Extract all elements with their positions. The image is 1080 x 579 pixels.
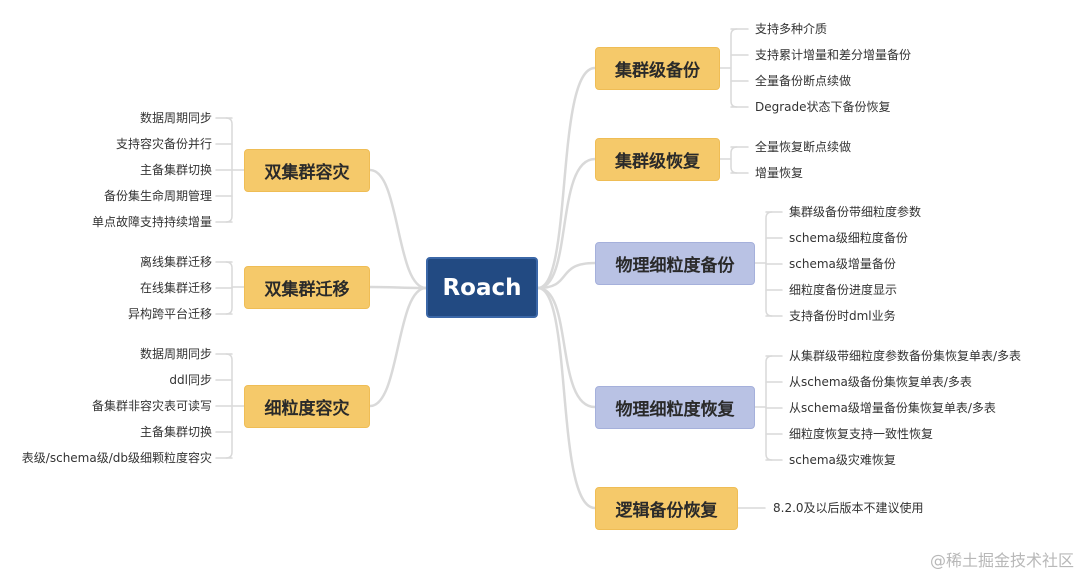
leaf-item: 全量恢复断点续做 (755, 140, 852, 154)
branch-cluster-restore: 集群级恢复 (595, 138, 720, 181)
branch-physical-fine-backup: 物理细粒度备份 (595, 242, 755, 285)
root-node: Roach (426, 257, 538, 318)
leaf-item: 主备集群切换 (139, 163, 212, 177)
leaf-item: 从schema级备份集恢复单表/多表 (789, 375, 972, 389)
leaf-item: 从schema级增量备份集恢复单表/多表 (789, 401, 996, 415)
leaf-item: 数据周期同步 (139, 111, 212, 125)
root-connector (536, 157, 597, 290)
watermark: @稀土掘金技术社区 (929, 551, 1074, 570)
leaf-item: 从集群级带细粒度参数备份集恢复单表/多表 (789, 349, 1022, 363)
branch-dual-cluster-migration: 双集群迁移 (244, 266, 370, 309)
leaf-item: schema级增量备份 (789, 257, 896, 271)
branch-dual-cluster-dr: 双集群容灾 (244, 149, 370, 192)
leaf-item: 增量恢复 (755, 166, 804, 180)
branch-cluster-backup: 集群级备份 (595, 47, 720, 90)
root-connector (536, 66, 597, 290)
leaf-item: ddl同步 (169, 373, 212, 387)
leaf-item: 细粒度恢复支持一致性恢复 (789, 427, 934, 441)
leaf-item: 支持备份时dml业务 (789, 309, 896, 323)
leaf-item: 支持多种介质 (755, 22, 828, 36)
leaf-item: 备集群非容灾表可读写 (91, 399, 212, 413)
branch-fine-grained-dr: 细粒度容灾 (244, 385, 370, 428)
leaf-item: 数据周期同步 (139, 347, 212, 361)
leaf-item: 备份集生命周期管理 (103, 189, 212, 203)
root-connector (536, 286, 597, 510)
leaf-item: 单点故障支持持续增量 (91, 215, 212, 229)
leaf-item: 支持容灾备份并行 (115, 137, 212, 151)
leaf-item: 异构跨平台迁移 (127, 307, 212, 321)
root-connector (536, 286, 597, 409)
bracket (730, 146, 738, 174)
bracket (730, 28, 738, 108)
leaf-item: 全量备份断点续做 (755, 74, 852, 88)
leaf-item: 主备集群切换 (139, 425, 212, 439)
leaf-item: schema级细粒度备份 (789, 231, 908, 245)
branch-physical-fine-restore: 物理细粒度恢复 (595, 386, 755, 429)
leaf-item: 8.2.0及以后版本不建议使用 (773, 501, 924, 515)
leaf-item: schema级灾难恢复 (789, 453, 896, 467)
root-connector (368, 285, 428, 290)
root-connector (536, 261, 597, 290)
root-connector (368, 286, 428, 408)
leaf-item: 离线集群迁移 (139, 255, 212, 269)
root-connector (368, 168, 428, 290)
branch-logical-backup-restore: 逻辑备份恢复 (595, 487, 738, 530)
leaf-item: 细粒度备份进度显示 (789, 283, 898, 297)
leaf-item: 支持累计增量和差分增量备份 (755, 48, 912, 62)
leaf-item: 集群级备份带细粒度参数 (789, 205, 922, 219)
leaf-item: Degrade状态下备份恢复 (755, 100, 891, 114)
leaf-item: 表级/schema级/db级细颗粒度容灾 (21, 451, 212, 465)
leaf-item: 在线集群迁移 (139, 281, 212, 295)
